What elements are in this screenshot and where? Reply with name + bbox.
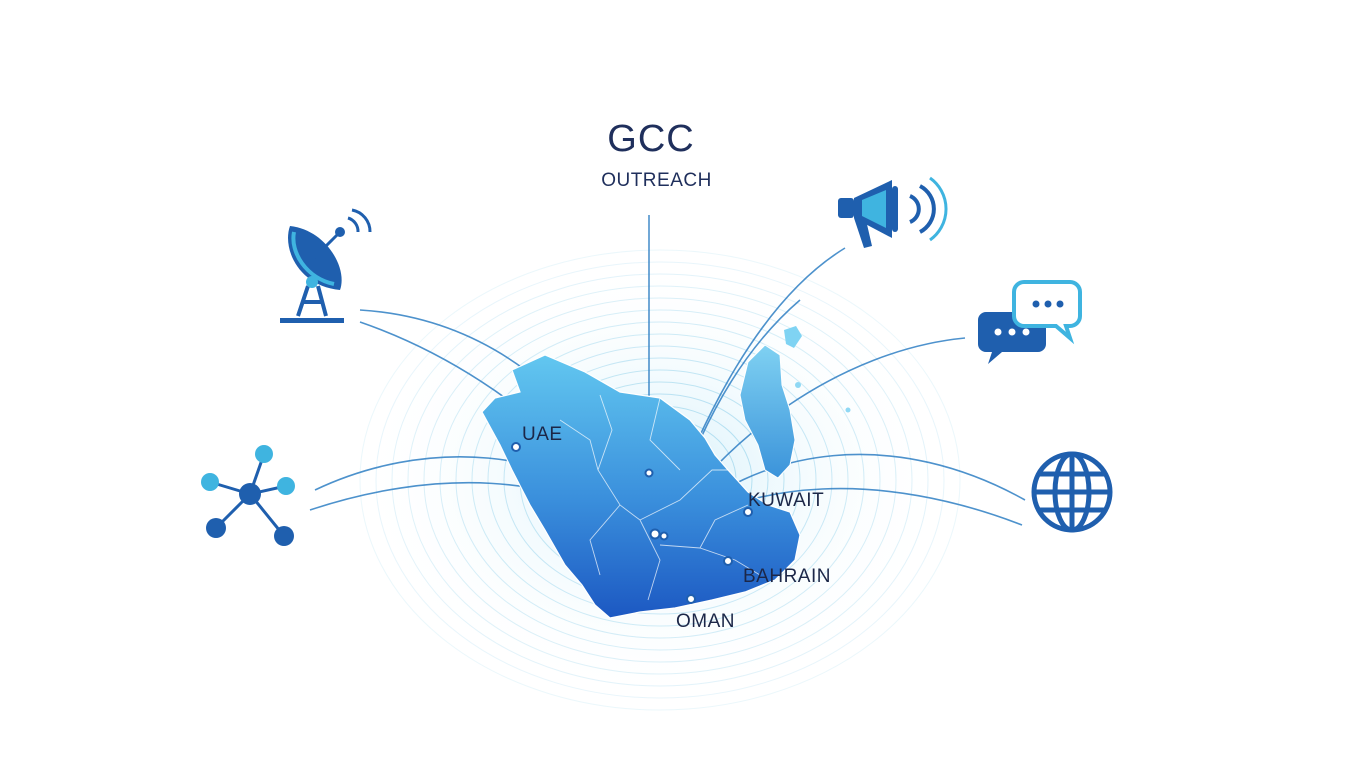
- page-title: GCC: [607, 118, 695, 160]
- gcc-map: [481, 326, 851, 619]
- hub-marker-2: [659, 531, 669, 541]
- marker-center: [644, 468, 654, 478]
- label-oman: OMAN: [676, 611, 735, 632]
- island: [784, 326, 802, 348]
- radar-ring: [375, 261, 945, 699]
- label-kuwait: KUWAIT: [748, 490, 825, 511]
- label-uae: UAE: [522, 424, 563, 445]
- radar-ring: [471, 333, 849, 627]
- marker-kuwait: [743, 507, 753, 517]
- globe-icon: [1031, 451, 1113, 533]
- page-subtitle: OUTREACH: [601, 170, 712, 191]
- radar-ring: [359, 249, 961, 711]
- network-nodes-icon: [201, 445, 295, 546]
- chat-bubbles-icon: [978, 280, 1082, 364]
- hub-marker-1: [649, 528, 661, 540]
- label-bahrain: BAHRAIN: [743, 566, 831, 587]
- radar-ring: [407, 285, 913, 675]
- marker-bahrain: [723, 556, 733, 566]
- megaphone-icon: [838, 176, 948, 248]
- radar-ring: [439, 309, 881, 651]
- satellite-dish-icon: [280, 208, 372, 323]
- marker-oman: [686, 594, 696, 604]
- country-markers: [511, 442, 753, 604]
- radar-ring: [423, 297, 897, 663]
- radar-ring: [455, 321, 865, 639]
- marker-uae: [511, 442, 521, 452]
- eastern-peninsula: [739, 344, 796, 479]
- radar-ring: [487, 345, 833, 615]
- radar-ring: [391, 273, 929, 687]
